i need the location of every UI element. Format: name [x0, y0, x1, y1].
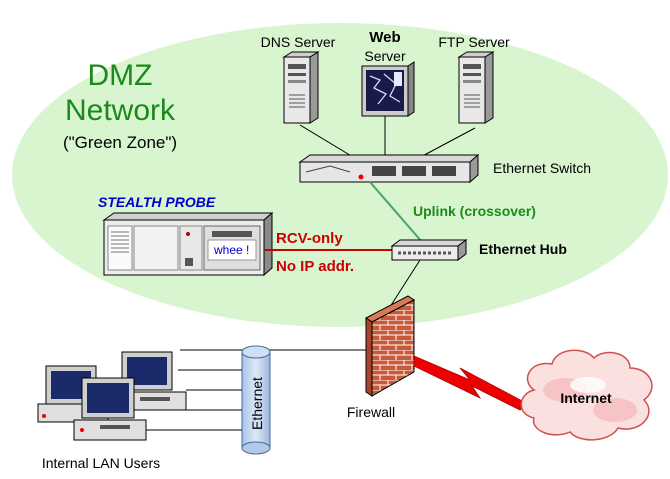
green-zone-label: ("Green Zone"): [63, 133, 177, 152]
dns-server-icon: [282, 51, 320, 124]
internet-label: Internet: [560, 390, 612, 406]
web-server-sublabel: Server: [364, 48, 406, 64]
ethernet-switch-icon: [298, 153, 480, 184]
internet-cloud-icon: [520, 349, 653, 441]
web-server-label: Web: [369, 29, 400, 46]
ethernet-hub-label: Ethernet Hub: [479, 241, 567, 257]
dns-server-label: DNS Server: [261, 34, 336, 50]
ethernet-hub-icon: [390, 239, 468, 261]
dmz-title: DMZ: [88, 59, 153, 92]
ethernet-backbone: [241, 345, 271, 455]
lan-computer-icon: [73, 377, 147, 441]
ftp-server-icon: [457, 51, 495, 124]
firewall-label: Firewall: [347, 404, 395, 420]
web-server-icon: [361, 61, 415, 117]
probe-screen-text: whee !: [213, 243, 249, 257]
no-ip-label: No IP addr.: [276, 258, 354, 275]
internet-link-bolt-icon: [413, 355, 529, 411]
ftp-server-label: FTP Server: [438, 34, 510, 50]
stealth-probe-icon: [102, 211, 274, 277]
lan-links: [140, 369, 242, 431]
rcv-only-label: RCV-only: [276, 230, 343, 247]
hub-firewall-cable: [387, 259, 421, 311]
dmz-title-network: Network: [65, 94, 176, 127]
stealth-probe-title: STEALTH PROBE: [98, 194, 216, 210]
uplink-label: Uplink (crossover): [413, 203, 536, 219]
ethernet-label: Ethernet: [249, 377, 265, 430]
firewall-icon: [365, 295, 415, 397]
ethernet-switch-label: Ethernet Switch: [493, 160, 591, 176]
lan-users-label: Internal LAN Users: [42, 455, 160, 471]
uplink-cable: [369, 181, 423, 243]
